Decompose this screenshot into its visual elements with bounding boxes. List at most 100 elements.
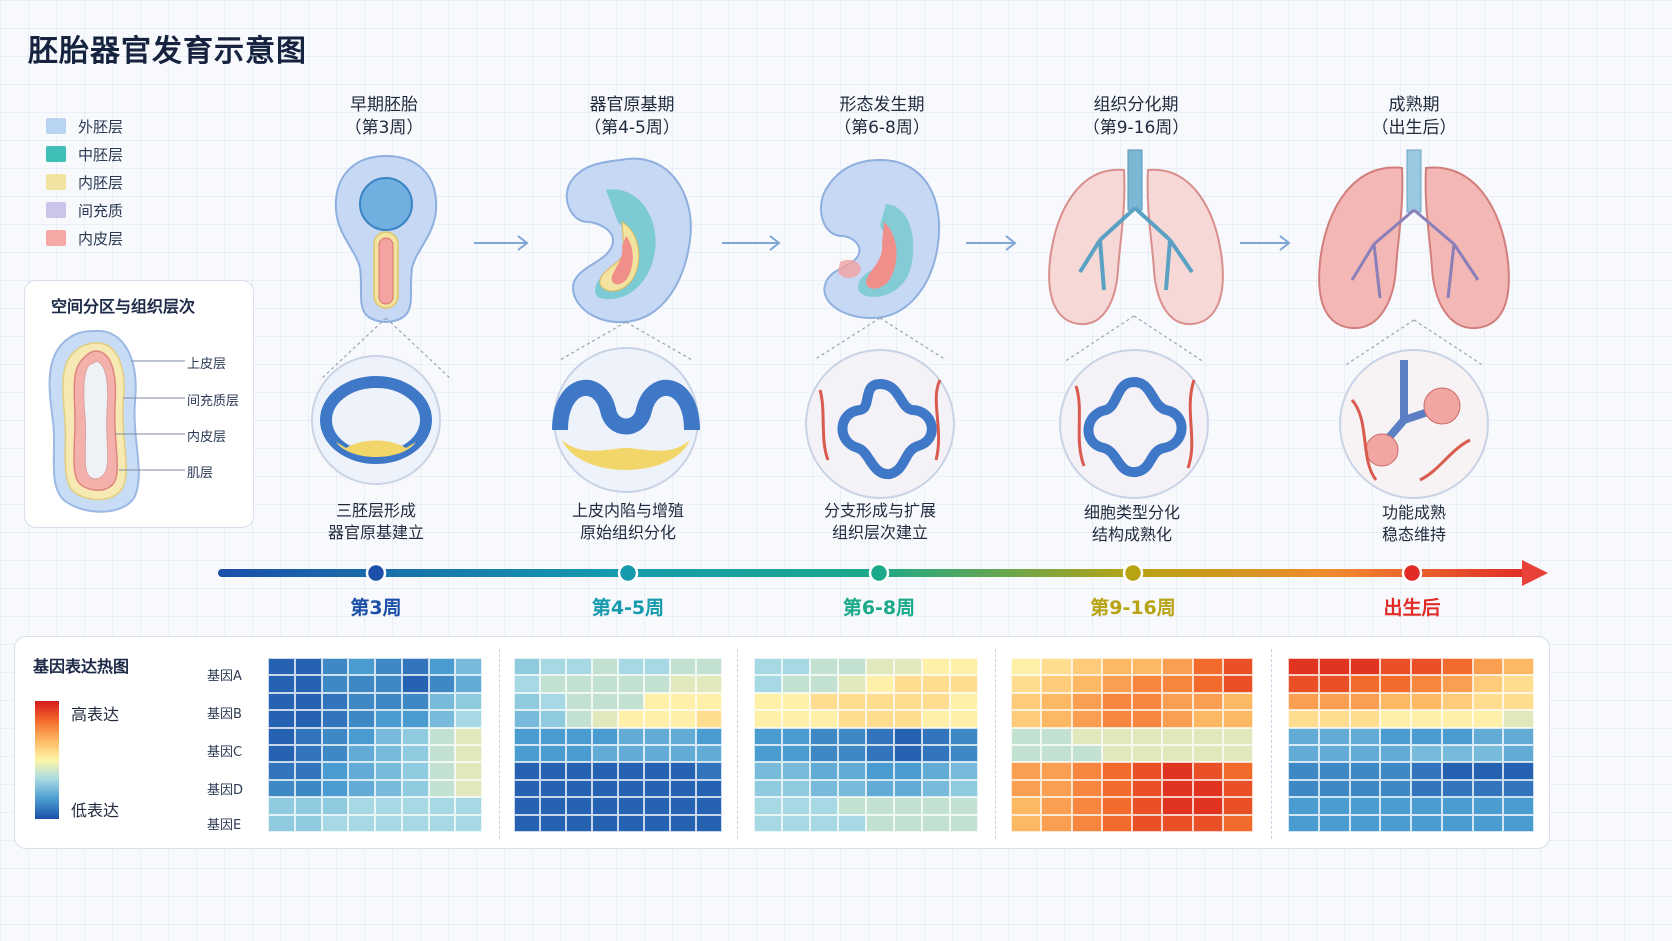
tissue-layer-diagram [48, 329, 185, 513]
bronchial-tree [1078, 206, 1194, 291]
heatmap-cell [428, 727, 456, 745]
developing-lung-illustration [1048, 149, 1224, 326]
heatmap-cell [894, 744, 922, 763]
heatmap-cell [268, 675, 295, 693]
heatmap-cell [1101, 744, 1132, 763]
heatmap-cell [1192, 692, 1223, 711]
heatmap-cell [321, 675, 349, 693]
desc-line: 三胚层形成 [335, 501, 416, 520]
heatmap-cell [514, 762, 540, 780]
heatmap-cell [348, 779, 375, 798]
heatmap-cell [1318, 692, 1350, 711]
heatmap-cell [455, 797, 482, 815]
heatmap-cell [782, 710, 810, 728]
heatmap-cell [1011, 797, 1042, 815]
heatmap-cell [866, 727, 894, 745]
heatmap-cell [1503, 814, 1534, 832]
stage-title-4: 组织分化期（第9-16周） [1036, 94, 1236, 140]
heatmap-cell [894, 727, 922, 745]
heatmap-cell [1503, 779, 1534, 798]
stage-name: 器官原基期 [589, 95, 675, 115]
heatmap-cell [1349, 658, 1381, 676]
heatmap-cell [1041, 779, 1072, 798]
heatmap-cell [321, 727, 349, 745]
heatmap-cell [1101, 710, 1132, 728]
vessels [1350, 398, 1471, 482]
stage-period: （第6-8周） [834, 118, 930, 138]
heatmap-cell [1071, 675, 1102, 693]
heatmap-cell [618, 675, 644, 693]
heatmap-cell [1380, 797, 1411, 815]
heatmap-cell [1192, 814, 1223, 832]
heatmap-stage-1 [267, 657, 483, 833]
heatmap-cell [838, 727, 866, 745]
heatmap-cell [1011, 675, 1042, 693]
stage-period: （第9-16周） [1082, 118, 1190, 138]
inset-label-endothelium: 内皮层 [187, 430, 227, 445]
heatmap-cell [428, 814, 456, 832]
heatmap-cell [348, 762, 375, 780]
heatmap-cell [644, 744, 670, 763]
heatmap-cell [321, 692, 349, 711]
expression-color-scale [35, 701, 59, 819]
stage-title-1: 早期胚胎（第3周） [284, 94, 484, 140]
trachea [1406, 149, 1422, 213]
stage-title-2: 器官原基期（第4-5周） [532, 94, 732, 140]
legend-item-endoderm: 内胚层 [46, 168, 123, 196]
heatmap-cell [1041, 727, 1072, 745]
heatmap-cell [566, 727, 592, 745]
heatmap-cell [1441, 814, 1473, 832]
heatmap-cell [810, 779, 838, 798]
heatmap-cell [670, 779, 696, 798]
gene-label-d: 基因D [207, 783, 244, 798]
differentiated-epithelium [1083, 376, 1187, 477]
heatmap-cell [514, 710, 540, 728]
heatmap-cell [514, 675, 540, 693]
heatmap-cell [1472, 797, 1504, 815]
right-lung [1424, 166, 1510, 330]
zoom-connector-4 [1063, 315, 1205, 363]
heatmap-cell [268, 692, 295, 711]
heatmap-cell [670, 658, 696, 676]
heatmap-cell [321, 814, 349, 832]
heatmap-cell [321, 710, 349, 728]
timeline-marker-3[interactable] [868, 562, 890, 584]
heatmap-cell [1318, 814, 1350, 832]
heatmap-cell [428, 762, 456, 780]
heatmap-cell [1441, 710, 1473, 728]
heatmap-cell [950, 762, 978, 780]
heatmap-cell [1441, 797, 1473, 815]
heatmap-cell [566, 797, 592, 815]
heatmap-cell [540, 658, 566, 676]
timeline-marker-5[interactable] [1401, 562, 1423, 584]
heatmap-cell [540, 692, 566, 711]
heatmap-cell [1011, 710, 1042, 728]
zoom-connector-5 [1343, 319, 1485, 367]
heatmap-cell [1503, 658, 1534, 676]
heatmap-stage-5 [1287, 657, 1535, 833]
heatmap-cell [540, 797, 566, 815]
legend-label: 间充质 [78, 201, 124, 220]
heatmap-cell [894, 675, 922, 693]
heatmap-cell [644, 675, 670, 693]
heatmap-cell [268, 658, 295, 676]
zoom-connector-3 [813, 317, 947, 361]
heatmap-cell [618, 710, 644, 728]
mesenchyme-cells [562, 440, 690, 470]
timeline-marker-2[interactable] [617, 562, 639, 584]
stage-name: 成熟期 [1388, 95, 1440, 115]
left-lung [1318, 166, 1404, 330]
timeline-marker-4[interactable] [1122, 562, 1144, 584]
stage-desc-3: 分支形成与扩展组织层次建立 [770, 500, 990, 544]
heatmap-cell [566, 814, 592, 832]
heatmap-cell [838, 797, 866, 815]
timeline-marker-1[interactable] [365, 562, 387, 584]
heatmap-cell [1011, 692, 1042, 711]
heatmap-cell [618, 658, 644, 676]
heatmap-cell [754, 658, 782, 676]
heatmap-cell [1222, 814, 1253, 832]
heatmap-cell [618, 762, 644, 780]
heatmap-cell [514, 797, 540, 815]
gene-expression-panel: 基因表达热图 高表达 低表达 基因A 基因B 基因C 基因D 基因E [14, 636, 1550, 849]
heatmap-cell [782, 658, 810, 676]
